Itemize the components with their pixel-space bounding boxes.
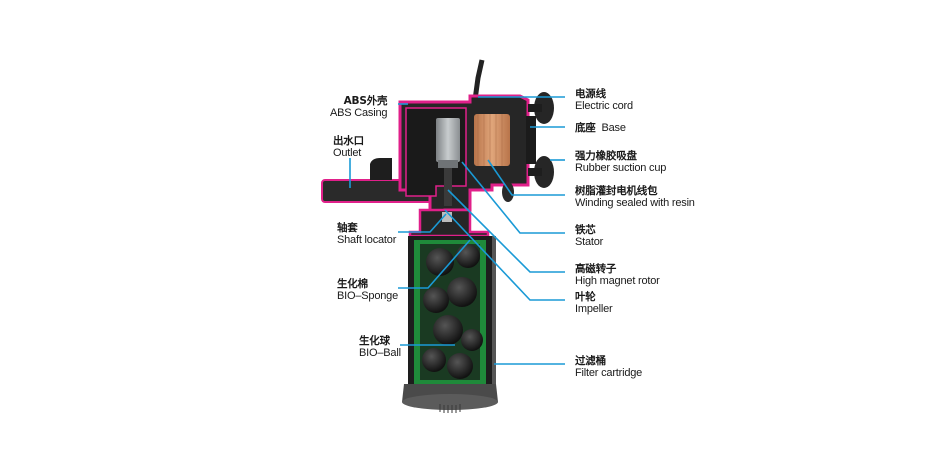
label-zh: 高磁转子 [575,263,617,275]
label-zh: 出水口 [333,135,364,147]
label-zh: 生化球 [359,335,390,347]
label-en: ABS Casing [330,107,388,119]
label-filter-cartridge: 过滤桶 Filter cartridge [575,355,642,379]
label-zh: 强力橡胶吸盘 [575,150,637,162]
label-en: Impeller [575,303,613,315]
label-en: Winding sealed with resin [575,197,695,209]
label-en: Rubber suction cup [575,162,667,174]
label-en: Shaft locator [337,234,397,246]
label-en: High magnet rotor [575,275,660,287]
label-en: Base [601,122,626,134]
label-zh: 生化棉 [337,278,368,290]
label-en: Electric cord [575,100,633,112]
label-zh: 电源线 [575,88,606,100]
label-winding-sealed: 树脂灌封电机线包 Winding sealed with resin [575,185,695,209]
label-zh: ABS外壳 [343,95,388,107]
label-en: Filter cartridge [575,367,643,379]
stator [436,118,460,206]
label-en: Outlet [333,147,362,159]
label-high-magnet-rotor: 高磁转子 High magnet rotor [575,263,660,287]
label-base: 底座 Base [575,122,626,134]
label-shaft-locator: 轴套 Shaft locator [337,222,396,246]
electric-cord [472,59,485,101]
label-electric-cord: 电源线 Electric cord [575,88,633,112]
winding-coil [474,114,510,166]
label-zh: 树脂灌封电机线包 [575,185,658,197]
leader-lines [349,96,565,365]
label-bio-ball: 生化球 BIO–Ball [359,335,401,359]
filter-cartridge [408,236,496,386]
label-en: BIO–Ball [359,347,401,359]
label-zh: 过滤桶 [575,355,606,367]
suction-cups [502,92,554,202]
label-abs-casing: ABS外壳 ABS Casing [330,95,388,119]
label-zh: 底座 [575,122,596,134]
label-zh: 叶轮 [575,291,596,303]
label-bio-sponge: 生化棉 BIO–Sponge [337,278,398,302]
bio-balls [422,244,483,379]
label-impeller: 叶轮 Impeller [575,291,613,315]
label-stator: 铁芯 Stator [575,224,603,248]
label-outlet: 出水口 Outlet [333,135,364,159]
label-rubber-suction-cup: 强力橡胶吸盘 Rubber suction cup [575,150,666,174]
label-zh: 铁芯 [575,224,596,236]
bottom-cap [402,384,498,413]
label-zh: 轴套 [337,222,358,234]
label-en: BIO–Sponge [337,290,398,302]
label-en: Stator [575,236,604,248]
